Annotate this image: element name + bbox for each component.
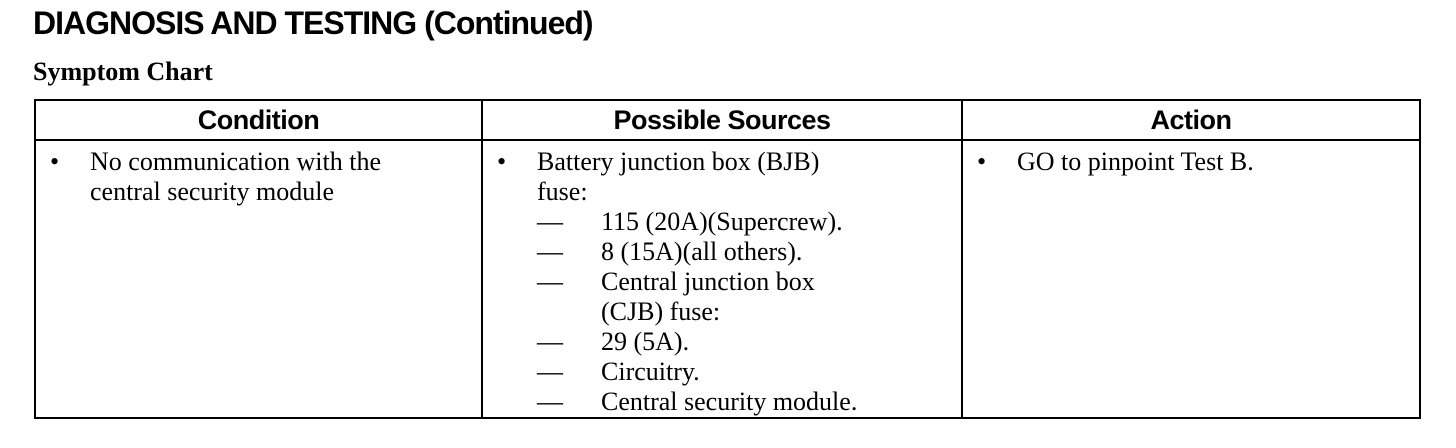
sub-item-text: 29 (5A). (601, 327, 690, 356)
dash-icon: — (537, 357, 563, 386)
bullet-icon: • (977, 147, 987, 176)
sub-item-text: 8 (15A)(all others). (601, 237, 803, 266)
text-line: Central junction box (601, 267, 815, 296)
dash-icon: — (537, 327, 563, 356)
dash-icon: — (537, 387, 563, 416)
table-row: • No communication with the central secu… (34, 139, 1421, 419)
action-text: GO to pinpoint Test B. (1017, 147, 1254, 176)
dash-icon: — (537, 237, 563, 266)
text-line: (CJB) fuse: (601, 297, 721, 326)
list-item: — Central security module. (483, 387, 961, 417)
source-main-text: Battery junction box (BJB) fuse: (537, 147, 961, 207)
symptom-table: Condition Possible Sources Action • No c… (34, 99, 1421, 419)
header-possible-sources: Possible Sources (481, 99, 963, 141)
cell-condition: • No communication with the central secu… (34, 139, 483, 419)
list-item: — Central junction box (CJB) fuse: (483, 267, 961, 327)
list-item: — 8 (15A)(all others). (483, 237, 961, 267)
condition-item: • No communication with the central secu… (36, 147, 481, 207)
text-line: Battery junction box (BJB) (537, 147, 820, 176)
sub-item-text: 115 (20A)(Supercrew). (601, 207, 843, 236)
bullet-icon: • (50, 147, 60, 176)
header-action: Action (961, 99, 1421, 141)
page-heading: DIAGNOSIS AND TESTING (Continued) (33, 5, 594, 41)
condition-text: No communication with the central securi… (90, 147, 481, 207)
action-item: • GO to pinpoint Test B. (963, 147, 1419, 177)
header-condition: Condition (34, 99, 483, 141)
source-sub-list: — 115 (20A)(Supercrew). — 8 (15A)(all ot… (483, 207, 961, 417)
text-line: No communication with the (90, 147, 382, 176)
sub-item-text: Central junction box (CJB) fuse: (601, 267, 961, 327)
text-line: fuse: (537, 177, 588, 206)
text-line: central security module (90, 177, 335, 206)
section-title: Symptom Chart (33, 57, 213, 86)
bullet-icon: • (497, 147, 507, 176)
list-item: — Circuitry. (483, 357, 961, 387)
table-header-row: Condition Possible Sources Action (34, 99, 1421, 141)
list-item: — 115 (20A)(Supercrew). (483, 207, 961, 237)
list-item: — 29 (5A). (483, 327, 961, 357)
dash-icon: — (537, 267, 563, 296)
sub-item-text: Circuitry. (601, 357, 700, 386)
dash-icon: — (537, 207, 563, 236)
source-item: • Battery junction box (BJB) fuse: (483, 147, 961, 207)
cell-action: • GO to pinpoint Test B. (961, 139, 1421, 419)
sub-item-text: Central security module. (601, 387, 858, 416)
cell-possible-sources: • Battery junction box (BJB) fuse: — 115… (481, 139, 963, 419)
